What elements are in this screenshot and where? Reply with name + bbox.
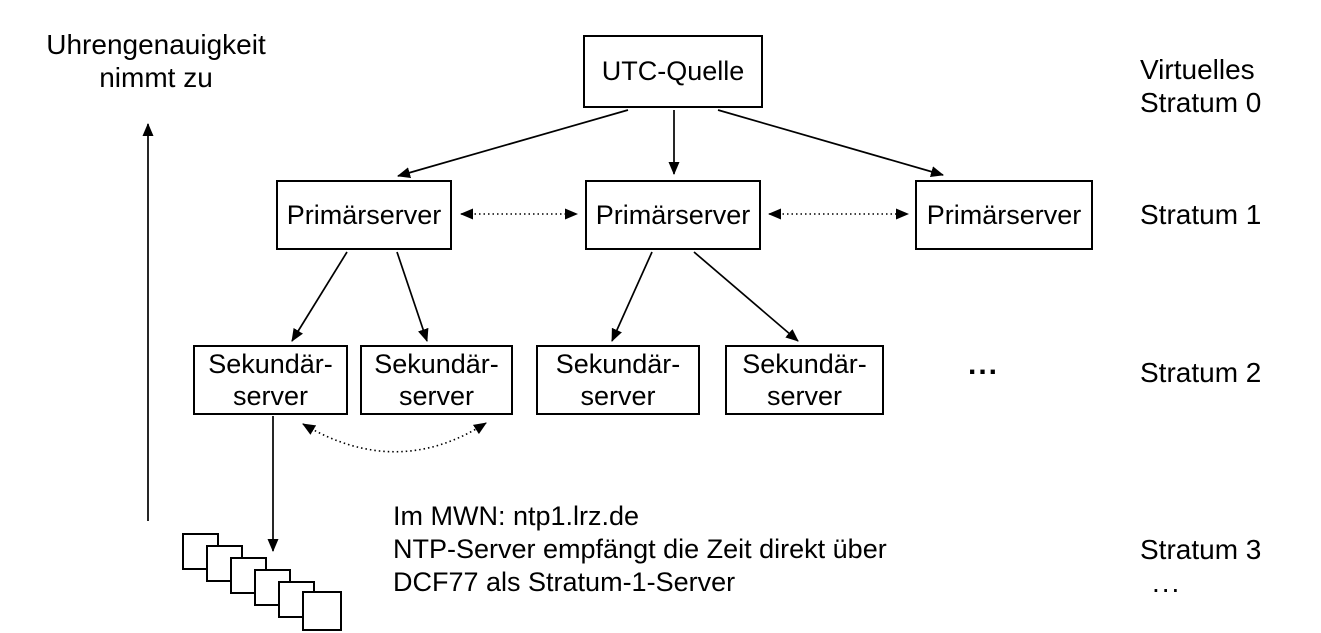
primary-server-label: Primärserver [286, 199, 442, 230]
primary-server-label: Primärserver [595, 199, 751, 230]
secondary-server-label-line1: Sekundär- [742, 348, 867, 379]
secondary-server-label-line1: Sekundär- [208, 348, 333, 379]
secondary-server-label-line1: Sekundär- [374, 348, 499, 379]
primary-server-box-2: Primärserver [585, 180, 761, 250]
arrow-primary2-to-secondary3 [611, 251, 653, 342]
utc-source-label: UTC-Quelle [601, 56, 745, 87]
primary-server-label: Primärserver [926, 199, 1082, 230]
mwn-note: Im MWN: ntp1.lrz.de NTP-Server empfängt … [393, 500, 887, 599]
secondary-server-label-line2: server [580, 381, 656, 411]
secondary-server-label-line2: server [398, 381, 474, 411]
stratum3-label: Stratum 3 [1140, 534, 1262, 565]
stratum0-label: Virtuelles Stratum 0 [1140, 53, 1261, 119]
secondary-server-box-2: Sekundär- server [360, 345, 513, 415]
mwn-note-line1: Im MWN: ntp1.lrz.de [393, 501, 640, 531]
mwn-note-line3: DCF77 als Stratum-1-Server [393, 567, 736, 597]
arrow-primary1-to-secondary2 [396, 251, 429, 342]
axis-caption-line2: nimmt zu [99, 62, 213, 93]
primary-server-box-1: Primärserver [276, 180, 452, 250]
primary-server-box-3: Primärserver [915, 180, 1093, 250]
axis-caption: Uhrengenauigkeit nimmt zu [26, 28, 286, 94]
secondary-server-box-4: Sekundär- server [725, 345, 884, 415]
arrow-primary1-to-secondary1 [291, 251, 348, 342]
secondary-server-label-line2: server [766, 381, 842, 411]
secondary-server-box-1: Sekundär- server [193, 345, 348, 415]
secondary-server-label-line2: server [232, 381, 308, 411]
arrow-utc-to-primary3 [717, 109, 944, 177]
mwn-note-line2: NTP-Server empfängt die Zeit direkt über [393, 534, 887, 564]
more-secondary-servers-ellipsis: ... [968, 348, 1000, 381]
arrow-utc-to-primary1 [397, 109, 629, 178]
stratum2-label: Stratum 2 [1140, 357, 1262, 388]
stratum3-more-ellipsis: ... [1152, 567, 1182, 598]
stratum0-label-line2: Stratum 0 [1140, 87, 1262, 118]
axis-caption-line1: Uhrengenauigkeit [46, 29, 266, 60]
stratum1-label: Stratum 1 [1140, 199, 1262, 230]
square-6 [302, 591, 342, 631]
dotted-peer-arc-secondary1-secondary2 [302, 422, 487, 453]
arrow-primary2-to-secondary4 [693, 251, 799, 342]
utc-source-box: UTC-Quelle [583, 35, 763, 108]
secondary-server-label-line1: Sekundär- [555, 348, 681, 379]
secondary-server-box-3: Sekundär- server [536, 345, 700, 415]
stratum0-label-line1: Virtuelles [1140, 54, 1255, 85]
